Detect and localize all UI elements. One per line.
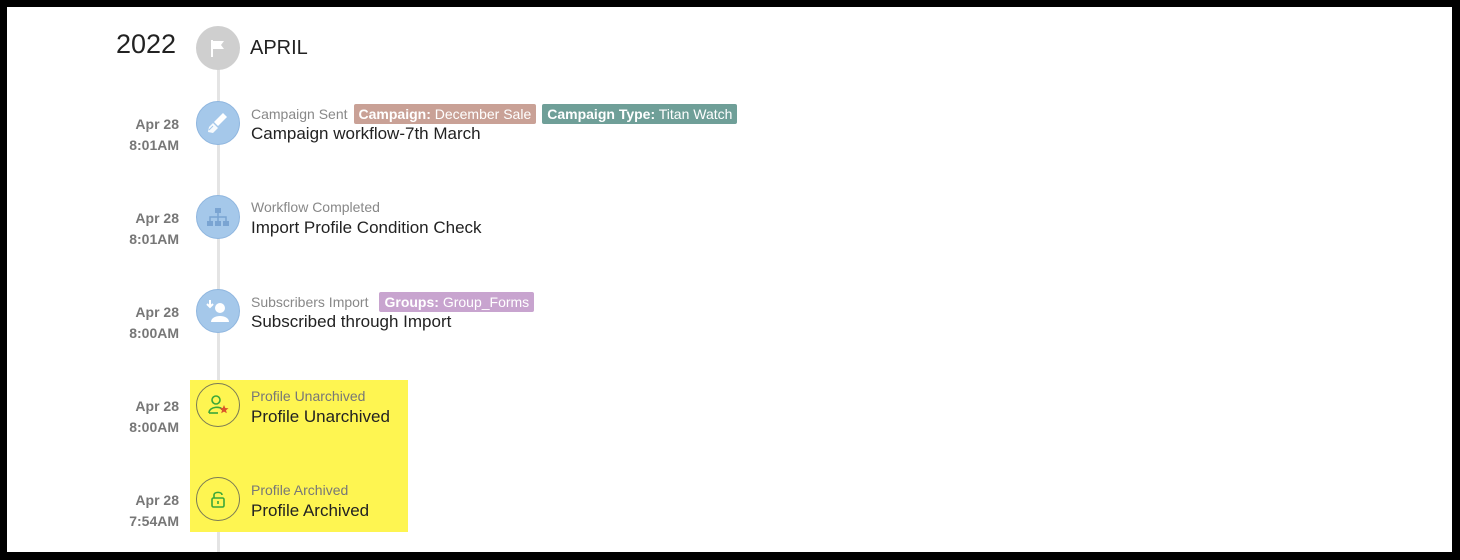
timeline-panel: 2022 APRIL Apr 28 8:01AM Campaign Sent C… (7, 7, 1452, 552)
user-import-icon (196, 289, 240, 333)
year-label: 2022 (116, 29, 177, 59)
lock-icon (196, 477, 240, 521)
event-date: Apr 28 8:00AM (87, 302, 179, 344)
month-label: APRIL (250, 37, 308, 59)
campaign-type-tag: Campaign Type: Titan Watch (542, 104, 738, 124)
sitemap-icon (196, 195, 240, 239)
event-time: 7:54AM (129, 513, 179, 529)
event-title[interactable]: Profile Unarchived (251, 407, 390, 426)
event-time: 8:00AM (129, 325, 179, 341)
event-type: Profile Archived (251, 482, 349, 498)
event-title[interactable]: Subscribed through Import (251, 312, 452, 331)
event-type: Subscribers Import Groups: Group_Forms (251, 292, 535, 312)
event-title[interactable]: Profile Archived (251, 501, 370, 520)
event-date: Apr 28 7:54AM (87, 490, 179, 532)
event-title[interactable]: Import Profile Condition Check (251, 218, 482, 237)
event-time: 8:01AM (129, 137, 179, 153)
event-date: Apr 28 8:01AM (87, 114, 179, 156)
user-star-icon (196, 383, 240, 427)
event-day: Apr 28 (135, 116, 179, 132)
event-date: Apr 28 8:00AM (87, 396, 179, 438)
event-time: 8:00AM (129, 419, 179, 435)
event-type: Profile Unarchived (251, 388, 366, 404)
flag-icon (196, 26, 240, 70)
campaign-tag: Campaign: December Sale (353, 104, 537, 124)
event-time: 8:01AM (129, 231, 179, 247)
event-date: Apr 28 8:01AM (87, 208, 179, 250)
broom-icon (196, 101, 240, 145)
event-day: Apr 28 (135, 398, 179, 414)
event-day: Apr 28 (135, 304, 179, 320)
groups-tag: Groups: Group_Forms (379, 292, 535, 312)
event-title[interactable]: Campaign workflow-7th March (251, 124, 481, 143)
event-day: Apr 28 (135, 492, 179, 508)
event-type: Workflow Completed (251, 199, 380, 215)
event-day: Apr 28 (135, 210, 179, 226)
event-type: Campaign Sent Campaign: December Sale Ca… (251, 104, 738, 124)
